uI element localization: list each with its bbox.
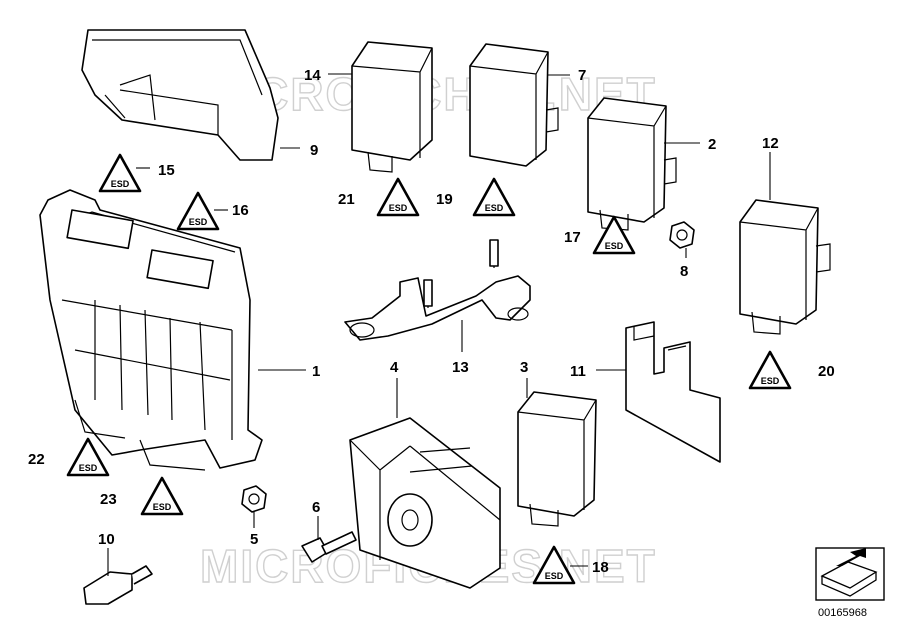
svg-text:ESD: ESD	[761, 376, 780, 386]
callout-10: 10	[98, 531, 115, 548]
callout-12: 12	[762, 135, 779, 152]
callout-20: 20	[818, 363, 835, 380]
svg-text:ESD: ESD	[111, 179, 130, 189]
part-8-nut[interactable]	[669, 221, 695, 249]
warning-triangle-19: ESD	[472, 177, 516, 217]
callout-3: 3	[520, 359, 528, 376]
part-4-housing[interactable]	[349, 417, 501, 589]
warning-triangle-20: ESD	[748, 350, 792, 390]
callout-8: 8	[680, 263, 688, 280]
part-11-plate[interactable]	[625, 321, 721, 463]
callout-2: 2	[708, 136, 716, 153]
callout-15: 15	[158, 162, 175, 179]
callout-4: 4	[390, 359, 399, 376]
diagram-code: 00165968	[818, 607, 867, 619]
callout-5: 5	[250, 531, 258, 548]
callout-14: 14	[304, 67, 321, 84]
orientation-box	[815, 547, 885, 601]
warning-triangle-22: ESD	[66, 437, 110, 477]
callout-16: 16	[232, 202, 249, 219]
part-12-module[interactable]	[739, 199, 831, 335]
svg-text:ESD: ESD	[79, 463, 98, 473]
svg-text:ESD: ESD	[545, 571, 564, 581]
part-9-cover[interactable]	[81, 29, 279, 161]
svg-text:ESD: ESD	[605, 241, 624, 251]
callout-23: 23	[100, 491, 117, 508]
callout-17: 17	[564, 229, 581, 246]
part-13-bracket[interactable]	[344, 239, 531, 341]
warning-triangle-15: ESD	[98, 153, 150, 193]
part-14-module[interactable]	[351, 41, 433, 173]
callout-11: 11	[570, 363, 586, 380]
warning-triangle-21: ESD	[376, 177, 420, 217]
warning-triangle-17: ESD	[592, 215, 636, 255]
callout-1: 1	[312, 363, 320, 380]
callout-13: 13	[452, 359, 469, 376]
part-7-module[interactable]	[469, 43, 559, 167]
part-2-module[interactable]	[587, 97, 677, 231]
part-5-nut[interactable]	[241, 485, 267, 513]
callout-18: 18	[592, 559, 609, 576]
svg-text:ESD: ESD	[189, 217, 208, 227]
warning-triangle-23: ESD	[140, 476, 184, 516]
callout-19: 19	[436, 191, 453, 208]
warning-triangle-18: ESD	[532, 545, 588, 585]
svg-text:ESD: ESD	[485, 203, 504, 213]
callout-22: 22	[28, 451, 45, 468]
callout-9: 9	[310, 142, 318, 159]
svg-text:ESD: ESD	[389, 203, 408, 213]
callout-7: 7	[578, 67, 586, 84]
part-10-plug[interactable]	[83, 565, 153, 605]
callout-6: 6	[312, 499, 320, 516]
part-6-bolt[interactable]	[301, 531, 357, 563]
part-1-carrier[interactable]	[39, 189, 263, 471]
svg-text:ESD: ESD	[153, 502, 172, 512]
part-3-module[interactable]	[517, 391, 597, 527]
warning-triangle-16: ESD	[176, 191, 228, 231]
callout-21: 21	[338, 191, 355, 208]
leader-lines	[107, 73, 771, 576]
